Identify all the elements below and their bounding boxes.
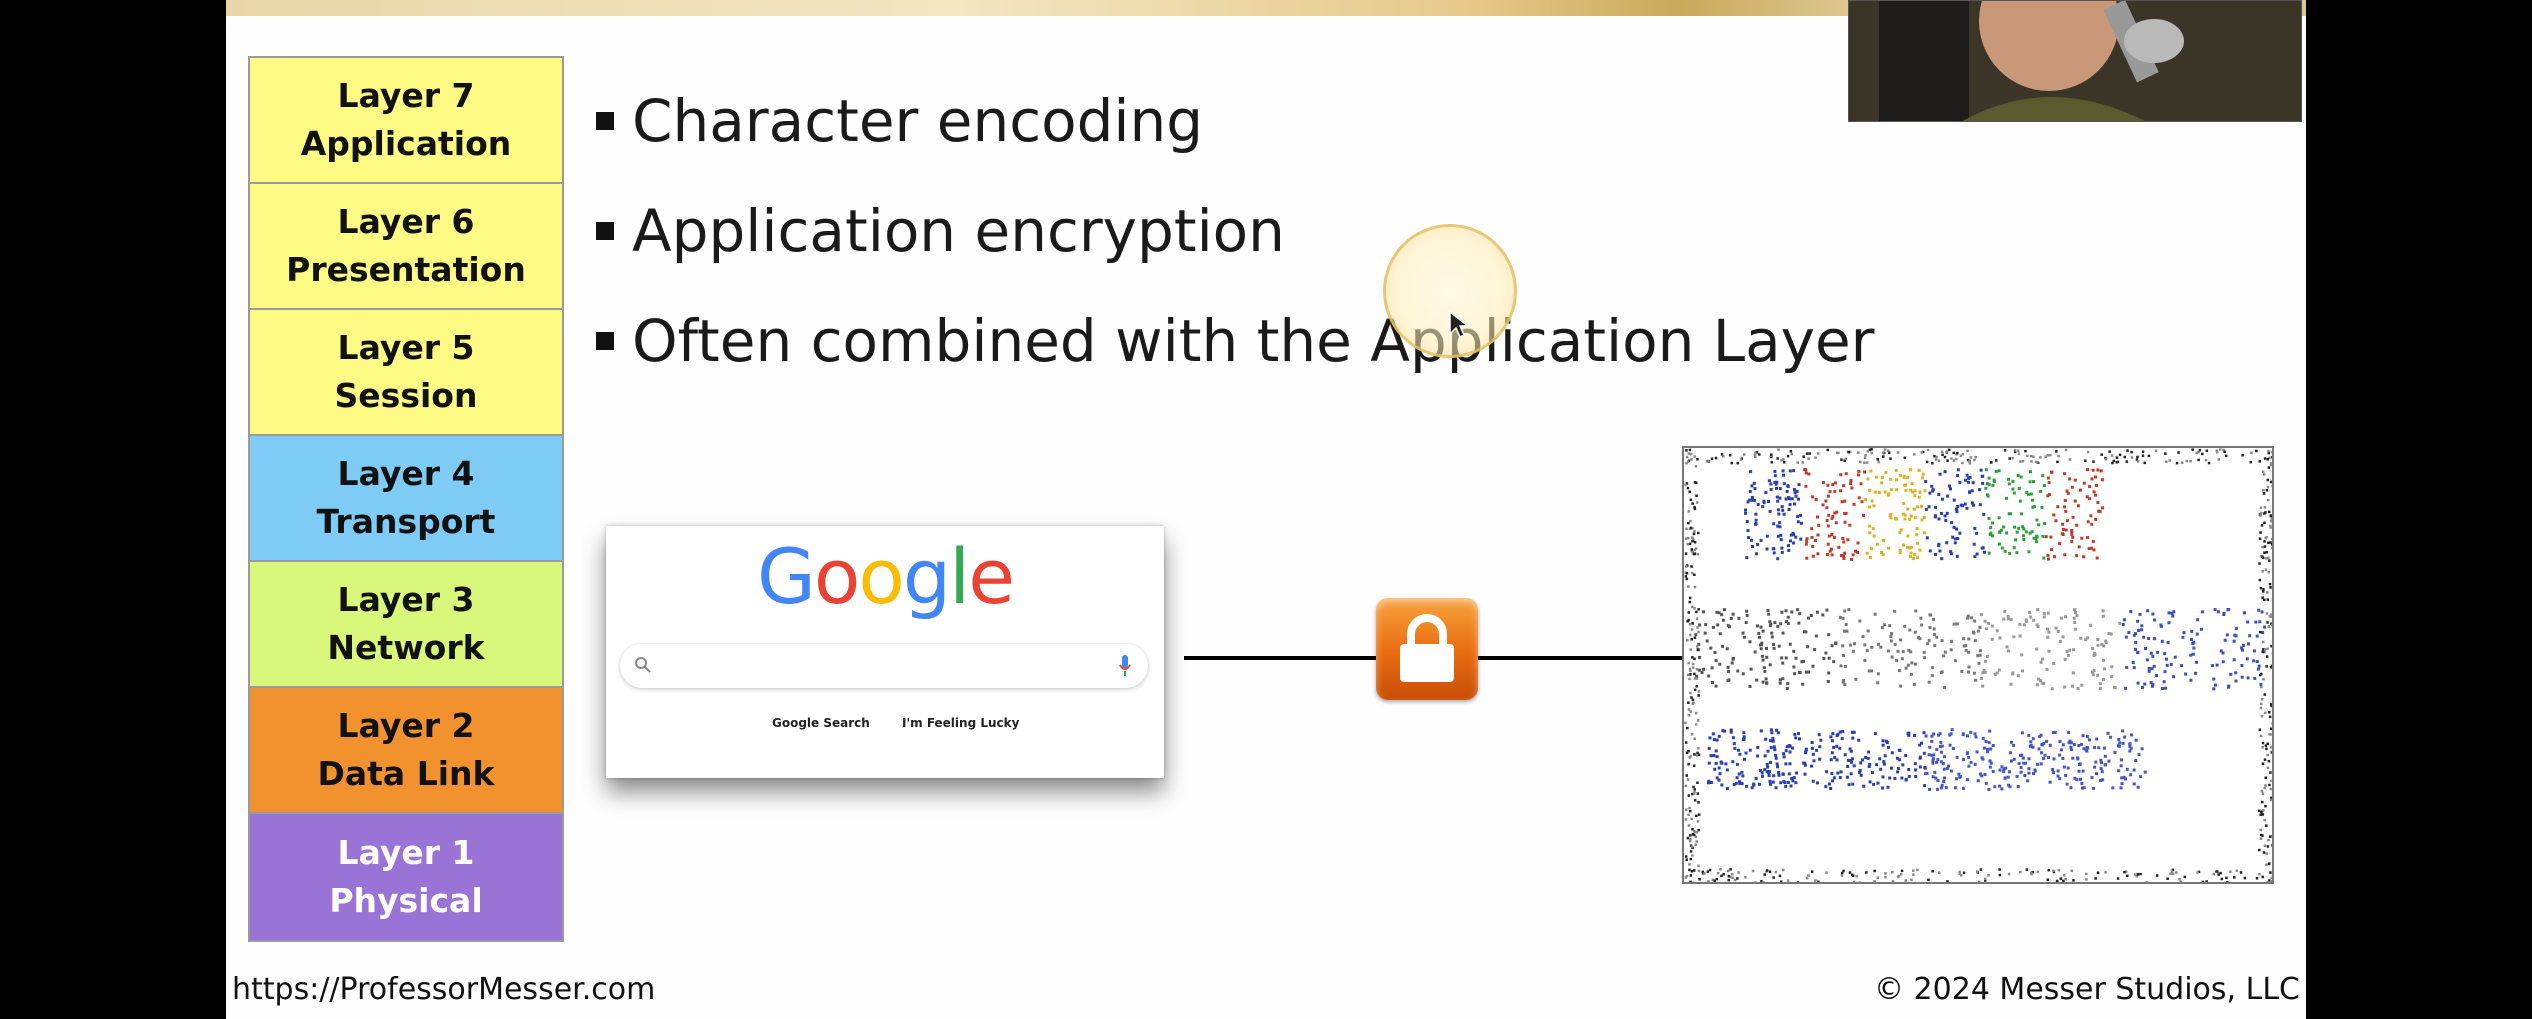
google-search-button: Google Search xyxy=(772,716,870,730)
layer-number: Layer 2 xyxy=(337,706,475,745)
mic-icon xyxy=(1119,655,1131,676)
bullet-list: Character encoding Application encryptio… xyxy=(596,66,1875,396)
osi-layer-2: Layer 2 Data Link xyxy=(250,688,562,814)
osi-layer-3: Layer 3 Network xyxy=(250,562,562,688)
search-icon xyxy=(635,657,651,673)
bullet-text: Often combined with the Application Laye… xyxy=(632,307,1875,375)
bullet-item: Often combined with the Application Laye… xyxy=(596,286,1875,396)
lock-icon xyxy=(1376,598,1478,700)
osi-layer-stack: Layer 7 Application Layer 6 Presentation… xyxy=(248,56,564,942)
logo-letter: e xyxy=(968,532,1015,621)
google-search-screenshot: Google Google Search I'm Feeling Lucky xyxy=(606,526,1164,778)
osi-layer-5: Layer 5 Session xyxy=(250,310,562,436)
layer-number: Layer 3 xyxy=(337,580,475,619)
layer-name: Physical xyxy=(329,881,483,920)
bullet-text: Application encryption xyxy=(632,197,1285,265)
cursor-highlight xyxy=(1383,224,1517,358)
layer-name: Session xyxy=(334,376,478,415)
logo-letter: o xyxy=(858,532,904,621)
layer-number: Layer 4 xyxy=(337,454,475,493)
presenter-webcam xyxy=(1848,0,2302,122)
layer-number: Layer 6 xyxy=(337,202,475,241)
layer-number: Layer 7 xyxy=(337,76,475,115)
osi-layer-1: Layer 1 Physical xyxy=(250,814,562,940)
footer-url: https://ProfessorMesser.com xyxy=(232,972,656,1007)
bullet-item: Character encoding xyxy=(596,66,1875,176)
feeling-lucky-button: I'm Feeling Lucky xyxy=(902,716,1020,730)
header-strip xyxy=(226,0,2306,16)
logo-letter: g xyxy=(902,532,951,621)
encrypted-noise xyxy=(1684,448,2272,882)
osi-layer-7: Layer 7 Application xyxy=(250,58,562,184)
layer-name: Application xyxy=(300,124,512,163)
slide: Layer 7 Application Layer 6 Presentation… xyxy=(226,0,2306,1019)
bullet-marker xyxy=(596,332,614,350)
logo-letter: G xyxy=(756,532,816,621)
layer-name: Network xyxy=(327,628,485,667)
layer-number: Layer 1 xyxy=(337,833,475,872)
bullet-marker xyxy=(596,222,614,240)
bullet-marker xyxy=(596,112,614,130)
footer-copyright: © 2024 Messer Studios, LLC xyxy=(1874,972,2300,1007)
bullet-item: Application encryption xyxy=(596,176,1875,286)
osi-layer-6: Layer 6 Presentation xyxy=(250,184,562,310)
layer-name: Data Link xyxy=(317,754,495,793)
search-input xyxy=(620,644,1148,688)
layer-name: Transport xyxy=(316,502,496,541)
layer-name: Presentation xyxy=(286,250,526,289)
google-logo: Google xyxy=(606,532,1164,621)
bullet-text: Character encoding xyxy=(632,87,1204,155)
logo-letter: o xyxy=(813,532,860,621)
encrypted-output-image xyxy=(1682,446,2274,884)
logo-letter: l xyxy=(949,532,970,621)
osi-layer-4: Layer 4 Transport xyxy=(250,436,562,562)
layer-number: Layer 5 xyxy=(337,328,475,367)
cursor-icon xyxy=(1449,310,1470,339)
